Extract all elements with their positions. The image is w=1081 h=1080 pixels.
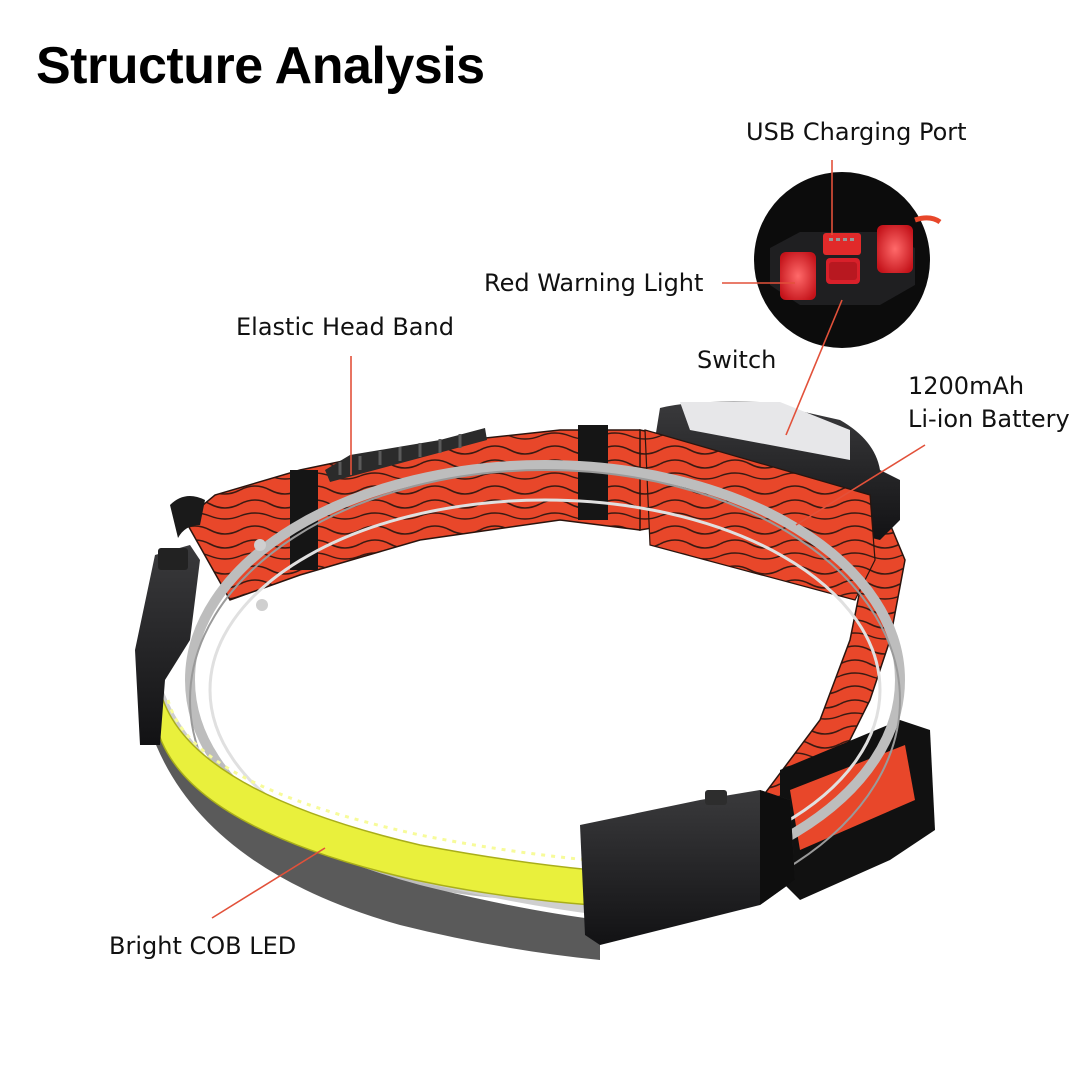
front-buckle [580,790,795,945]
leader-lines [211,160,926,919]
head-band-label: Elastic Head Band [236,313,454,341]
cob-led-strip [140,650,600,960]
switch-label: Switch [697,346,777,374]
switch-leader [785,299,843,436]
battery-capacity-label: 1200mAh [908,372,1025,400]
left-clip [135,496,268,745]
page-title: Structure Analysis [36,37,485,95]
battery-type-label: Li-ion Battery [908,405,1070,433]
battery-housing [644,401,900,601]
usb-port-label: USB Charging Port [746,118,967,146]
cob-led-leader [211,847,326,919]
battery-leader [795,444,926,526]
red-light-label: Red Warning Light [484,269,704,297]
control-closeup [754,172,942,348]
cob-led-label: Bright COB LED [109,932,297,960]
